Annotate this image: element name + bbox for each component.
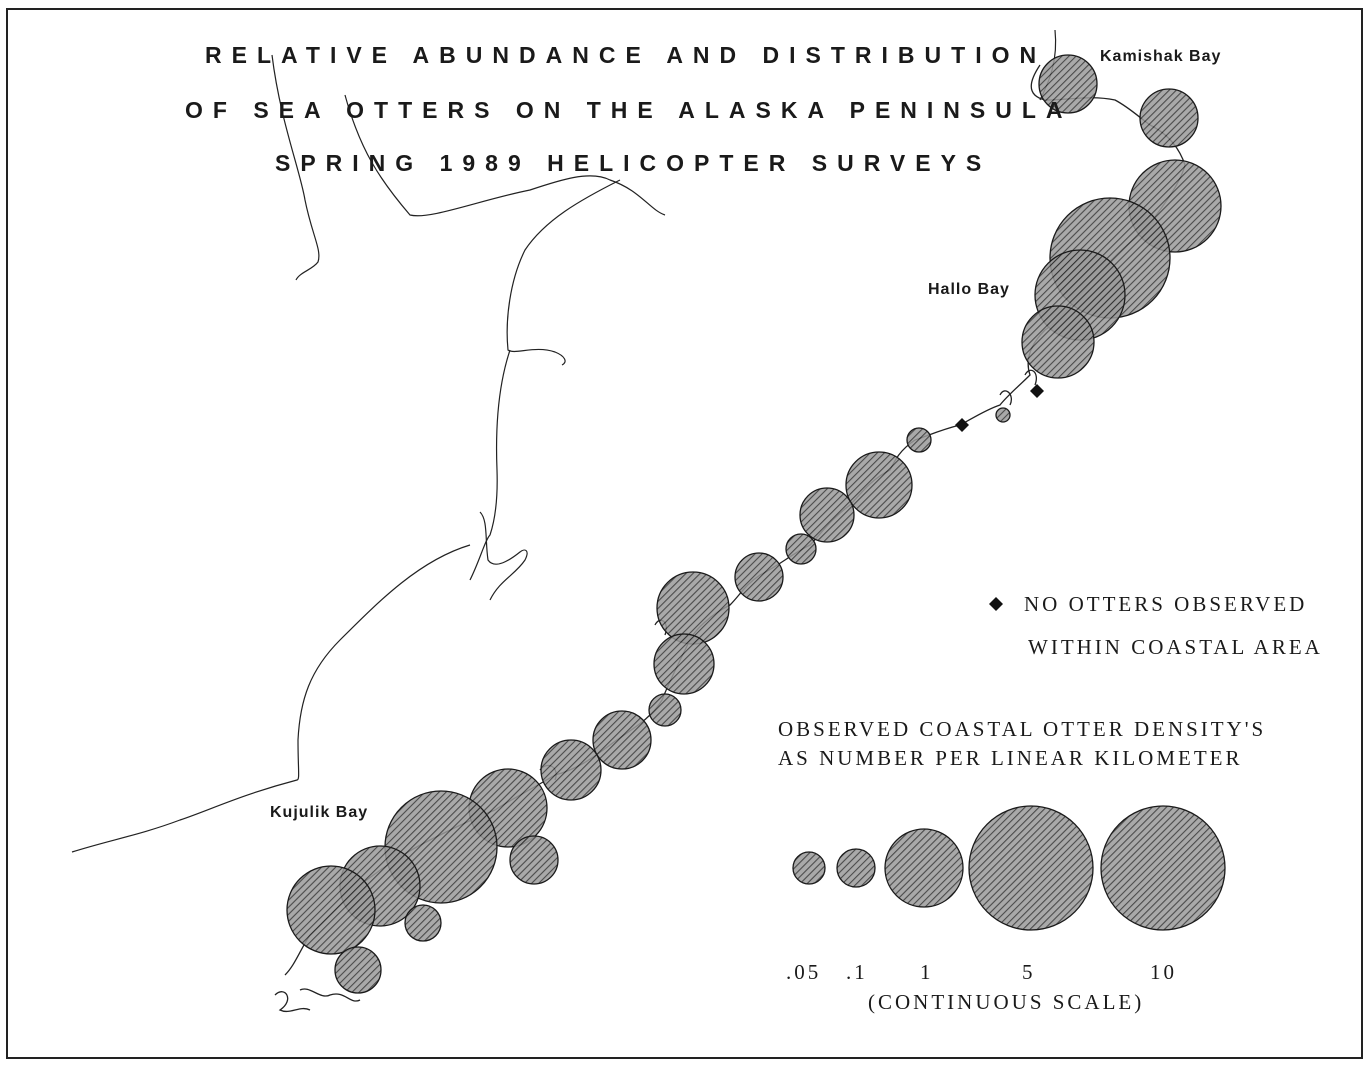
density-circle <box>995 407 1011 423</box>
map-frame <box>6 8 1363 1059</box>
legend-circle-10 <box>1100 805 1226 931</box>
map-title-line-2: OF SEA OTTERS ON THE ALASKA PENINSULA <box>185 97 1073 123</box>
density-circle <box>906 427 932 453</box>
inland-lines <box>71 29 1057 853</box>
density-circle <box>648 693 682 727</box>
density-circle <box>286 865 376 955</box>
density-circle <box>334 946 382 994</box>
density-circle <box>734 552 784 602</box>
legend-density-line-2: AS NUMBER PER LINEAR KILOMETER <box>778 746 1243 770</box>
no-otters-diamond-icon <box>955 418 969 432</box>
map-title-line-1: RELATIVE ABUNDANCE AND DISTRIBUTION <box>205 42 1047 68</box>
place-label-hallo: Hallo Bay <box>928 281 1010 298</box>
density-circle <box>653 633 715 695</box>
density-circle <box>799 487 855 543</box>
no-otters-diamond-icon <box>1030 384 1044 398</box>
no-otters-diamond-icon <box>989 597 1003 611</box>
density-circle <box>509 835 559 885</box>
map-title-line-3: SPRING 1989 HELICOPTER SURVEYS <box>275 150 992 176</box>
scale-label-005: .05 <box>786 960 822 984</box>
scale-label-5: 5 <box>1022 960 1036 984</box>
scale-label-01: .1 <box>846 960 868 984</box>
legend-density-line-1: OBSERVED COASTAL OTTER DENSITY'S <box>778 717 1267 741</box>
scale-note: (CONTINUOUS SCALE) <box>868 990 1145 1014</box>
density-circle <box>785 533 817 565</box>
density-circle <box>656 571 730 645</box>
density-circles <box>286 54 1222 994</box>
scale-label-10: 10 <box>1150 960 1177 984</box>
legend-circle-1 <box>884 828 964 908</box>
density-circle <box>1139 88 1199 148</box>
density-circle <box>540 739 602 801</box>
density-circle <box>592 710 652 770</box>
legend-circle-01 <box>836 848 876 888</box>
density-circle <box>845 451 913 519</box>
legend-no-otters-line-1: NO OTTERS OBSERVED <box>1024 592 1308 616</box>
scale-label-1: 1 <box>920 960 934 984</box>
density-circle <box>1021 305 1095 379</box>
legend-scale-circles <box>792 805 1226 931</box>
legend-circle-5 <box>968 805 1094 931</box>
no-otters-markers <box>955 384 1044 611</box>
place-label-kujulik: Kujulik Bay <box>270 804 369 821</box>
place-label-kamishak: Kamishak Bay <box>1100 48 1222 65</box>
density-circle <box>1038 54 1098 114</box>
legend-circle-005 <box>792 851 826 885</box>
density-circle <box>404 904 442 942</box>
legend-no-otters-line-2: WITHIN COASTAL AREA <box>1028 635 1323 659</box>
